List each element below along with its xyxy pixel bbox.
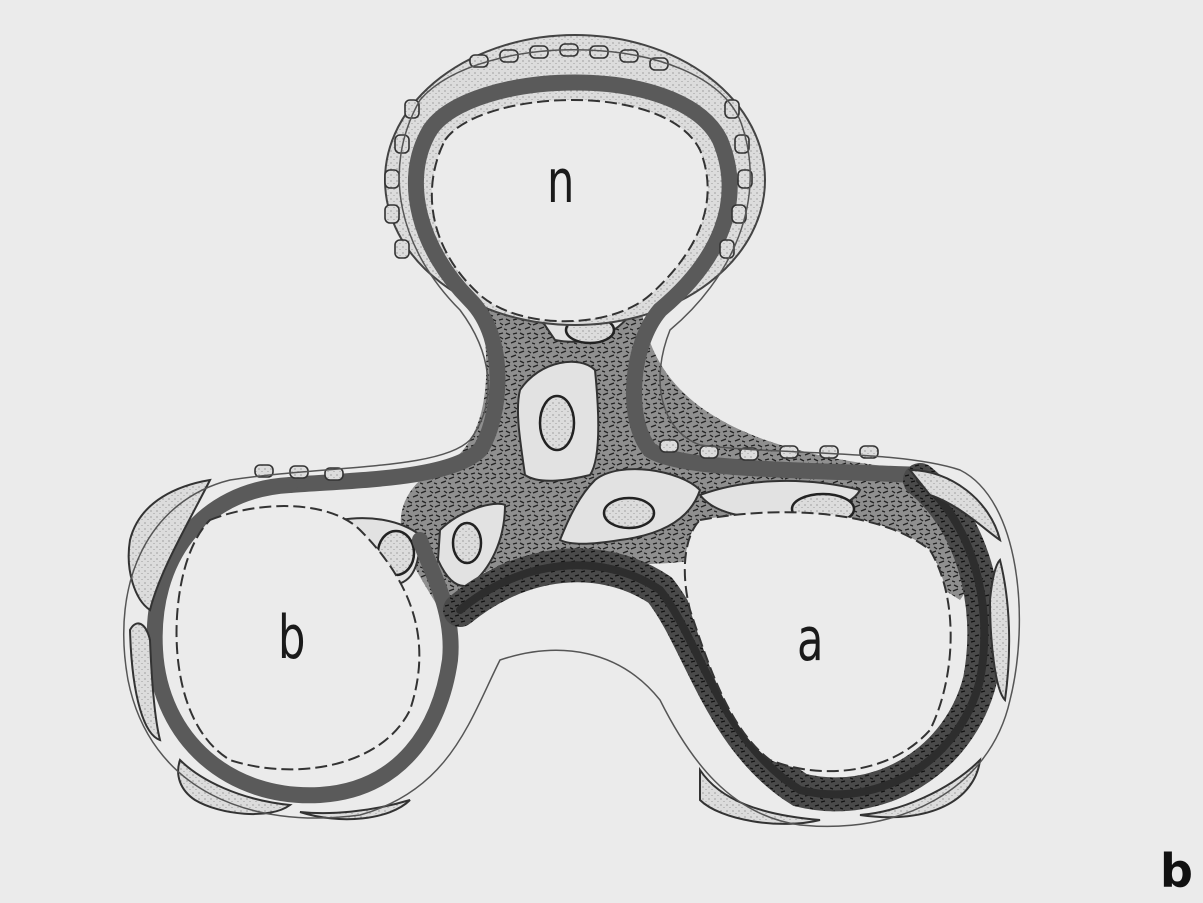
lumen-label-b: b bbox=[278, 608, 305, 668]
panel-letter: b bbox=[1160, 848, 1193, 894]
lumen-label-n: n bbox=[547, 152, 574, 212]
nucleus bbox=[604, 498, 654, 528]
lumen-label-a: a bbox=[797, 610, 823, 670]
nucleus bbox=[453, 523, 481, 563]
nucleus bbox=[540, 396, 574, 450]
